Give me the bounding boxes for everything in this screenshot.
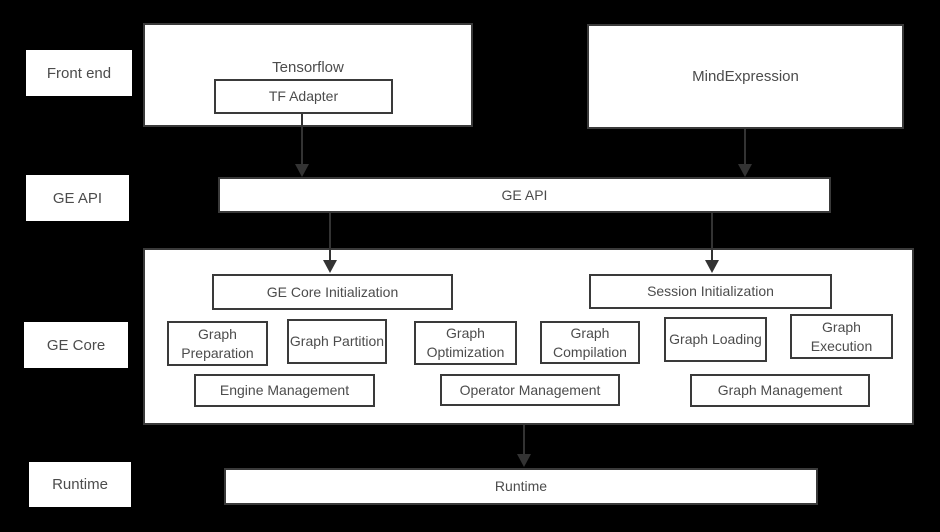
arrow-shaft [329, 213, 331, 260]
graph-compilation-box: Graph Compilation [540, 321, 640, 364]
graph-loading-box: Graph Loading [664, 317, 767, 362]
engine-management-box: Engine Management [194, 374, 375, 407]
layer-label-front-end: Front end [26, 50, 132, 96]
mindexpression-box: MindExpression [587, 24, 904, 129]
arrow-head-icon [295, 164, 309, 177]
ge-core-box: GE Core Initialization Session Initializ… [143, 248, 914, 425]
session-initialization-box: Session Initialization [589, 274, 832, 309]
tensorflow-title: Tensorflow [272, 59, 344, 76]
arrow-shaft [744, 129, 746, 164]
arrow-ge-api-to-ge-core-init [323, 213, 337, 273]
graph-partition-box: Graph Partition [287, 319, 387, 364]
graph-preparation-box: Graph Preparation [167, 321, 268, 366]
arrow-head-icon [738, 164, 752, 177]
arrow-shaft [523, 425, 525, 454]
runtime-bar: Runtime [224, 468, 818, 505]
graph-management-box: Graph Management [690, 374, 870, 407]
arrow-shaft [301, 114, 303, 164]
arrow-head-icon [517, 454, 531, 467]
layer-label-ge-core: GE Core [24, 322, 128, 368]
layer-label-runtime: Runtime [29, 462, 131, 507]
arrow-mindexpression-to-ge-api [738, 129, 752, 177]
arrow-head-icon [323, 260, 337, 273]
tensorflow-box: Tensorflow TF Adapter [143, 23, 473, 127]
arrow-head-icon [705, 260, 719, 273]
ge-core-initialization-box: GE Core Initialization [212, 274, 453, 310]
graph-optimization-box: Graph Optimization [414, 321, 517, 365]
arrow-tf-adapter-to-ge-api [295, 114, 309, 177]
operator-management-box: Operator Management [440, 374, 620, 406]
arrow-shaft [711, 213, 713, 260]
layer-label-ge-api: GE API [26, 175, 129, 221]
tf-adapter-box: TF Adapter [214, 79, 393, 114]
graph-execution-box: Graph Execution [790, 314, 893, 359]
arrow-ge-api-to-session-init [705, 213, 719, 273]
arrow-ge-core-to-runtime [517, 425, 531, 467]
ge-api-bar: GE API [218, 177, 831, 213]
